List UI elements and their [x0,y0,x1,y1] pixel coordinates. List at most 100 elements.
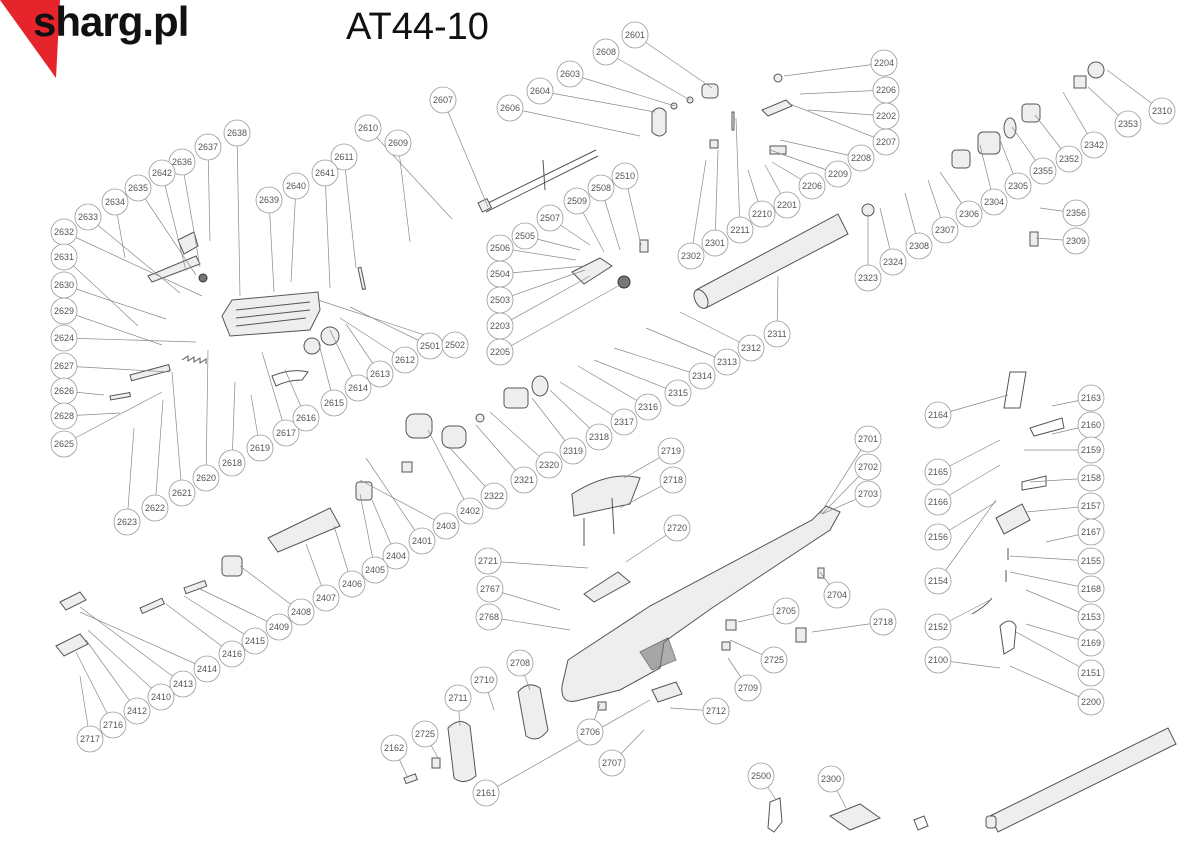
part-callout-2711: 2711 [444,684,472,712]
part-number-label: 2207 [876,137,896,147]
part-callout-2405: 2405 [361,556,389,584]
callout-circle [113,508,141,536]
part-number-label: 2709 [738,683,758,693]
part-callout-2720: 2720 [663,514,691,542]
part-callout-2206: 2206 [798,172,826,200]
part-number-label: 2321 [514,475,534,485]
part-callout-2632: 2632 [50,218,78,246]
callout-circle [432,512,460,540]
part-callout-2317: 2317 [610,408,638,436]
part-number-label: 2164 [928,410,948,420]
callout-circle [1148,97,1176,125]
part-number-label: 2202 [876,111,896,121]
part-number-label: 2706 [580,727,600,737]
part-callout-2414: 2414 [193,655,221,683]
leader-line [1009,571,1092,590]
part-callout-2642: 2642 [148,159,176,187]
part-number-label: 2768 [479,612,499,622]
part-callout-2721: 2721 [474,547,502,575]
part-number-label: 2606 [500,103,520,113]
part-number-label: 2613 [370,369,390,379]
part-callout-2309: 2309 [1062,227,1090,255]
callout-circle [817,765,845,793]
part-number-label: 2628 [54,411,74,421]
part-callout-2310: 2310 [1148,97,1176,125]
callout-circle [147,683,175,711]
callout-circle [872,128,900,156]
callout-circle [480,482,508,510]
callout-circle [444,684,472,712]
leader-line [634,34,713,89]
callout-circle [382,542,410,570]
leader-line [63,337,197,343]
part-number-label: 2154 [928,576,948,586]
part-callout-2508: 2508 [587,174,615,202]
part-callout-2166: 2166 [924,488,952,516]
part-number-label: 2307 [935,225,955,235]
callout-circle [664,379,692,407]
part-callout-2207: 2207 [872,128,900,156]
callout-circle [474,547,502,575]
leader-line [154,399,164,509]
leader-line [205,349,209,479]
part-callout-2319: 2319 [559,437,587,465]
part-number-label: 2316 [638,402,658,412]
part-number-label: 2156 [928,532,948,542]
leader-line [161,172,187,272]
callout-circle [429,86,457,114]
callout-circle [659,466,687,494]
leader-line [231,381,236,464]
callout-circle [1077,629,1105,657]
leader-line [487,560,589,569]
callout-circle [218,449,246,477]
leader-line [499,284,621,353]
part-number-label: 2158 [1081,473,1101,483]
callout-circle [1077,518,1105,546]
part-callout-2633: 2633 [74,203,102,231]
callout-circle [1077,659,1105,687]
small-spring [181,355,207,364]
part-callout-2617: 2617 [272,419,300,447]
part-number-label: 2721 [478,556,498,566]
leader-line [613,347,703,377]
leader-line [690,159,707,257]
leader-line [87,216,181,294]
part-number-label: 2619 [250,443,270,453]
part-number-label: 2409 [269,622,289,632]
part-number-label: 2157 [1081,501,1101,511]
part-number-label: 2718 [663,475,683,485]
part-number-label: 2312 [741,343,761,353]
part-number-label: 2413 [173,679,193,689]
leader-line [63,391,163,445]
part-number-label: 2200 [1081,697,1101,707]
part-callout-2718: 2718 [659,466,687,494]
part-number-label: 2308 [909,241,929,251]
callout-circle [320,389,348,417]
part-number-label: 2414 [197,664,217,674]
part-number-label: 2405 [365,565,385,575]
leader-line [183,595,256,642]
callout-circle [50,297,78,325]
part-number-label: 2310 [1152,106,1172,116]
leader-line [290,185,297,283]
leader-line [63,310,163,346]
part-number-label: 2301 [705,238,725,248]
callout-circle [1004,172,1032,200]
leader-line [79,611,208,670]
callout-circle [169,670,197,698]
part-number-label: 2159 [1081,445,1101,455]
part-callout-2608: 2608 [592,38,620,66]
callout-circle [798,172,826,200]
part-number-label: 2630 [54,280,74,290]
part-number-label: 2607 [433,95,453,105]
trigger-plate [147,231,201,283]
part-number-label: 2204 [874,58,894,68]
part-number-label: 2201 [777,200,797,210]
leader-line [268,199,275,293]
callout-circle [1080,131,1108,159]
part-callout-2641: 2641 [311,159,339,187]
part-number-label: 2317 [614,417,634,427]
part-number-label: 2623 [117,517,137,527]
part-number-label: 2725 [764,655,784,665]
leader-line [85,639,138,712]
